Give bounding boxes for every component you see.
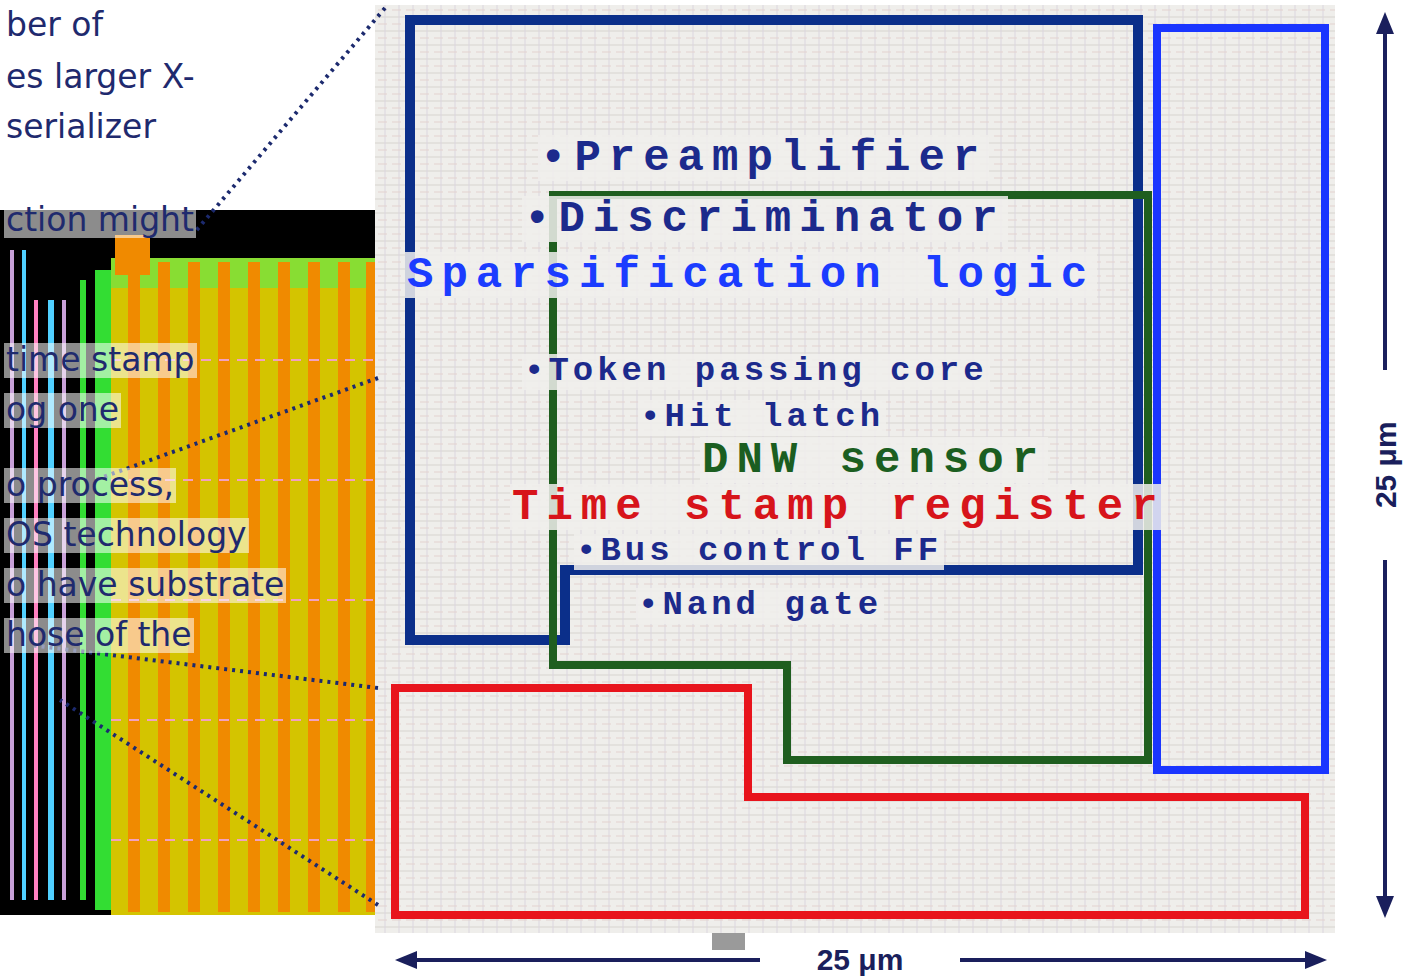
dimension-label: 25 μm <box>813 944 908 976</box>
text-fragment: ction might <box>4 203 196 238</box>
block-item: •Token passing core <box>522 354 990 390</box>
region-label: Sparsification logic <box>405 252 1097 298</box>
region-label: Time stamp register <box>510 484 1168 530</box>
text-fragment: OS technology <box>4 518 249 553</box>
block-item: •Hit latch <box>638 400 886 436</box>
text-fragment: hose of the <box>4 618 194 653</box>
pixel-layout <box>375 5 1335 933</box>
text-fragment: og one <box>4 393 121 428</box>
block-item: •Discriminator <box>522 196 1008 242</box>
dimension-arrows <box>395 12 1394 969</box>
text-fragment: o have substrate <box>4 568 286 603</box>
text-fragment: o process, <box>4 468 176 503</box>
text-fragment: serializer <box>4 110 158 145</box>
block-item: •Bus control FF <box>574 534 944 570</box>
dimension-label: 25 μm <box>1369 418 1401 513</box>
block-item: •Nand gate <box>636 588 884 624</box>
text-fragment: es larger X- <box>4 60 197 95</box>
block-item: •Preamplifier <box>538 135 989 181</box>
region-label: DNW sensor <box>700 437 1048 483</box>
text-fragment: time stamp <box>4 343 197 378</box>
text-fragment: ber of <box>4 8 105 43</box>
